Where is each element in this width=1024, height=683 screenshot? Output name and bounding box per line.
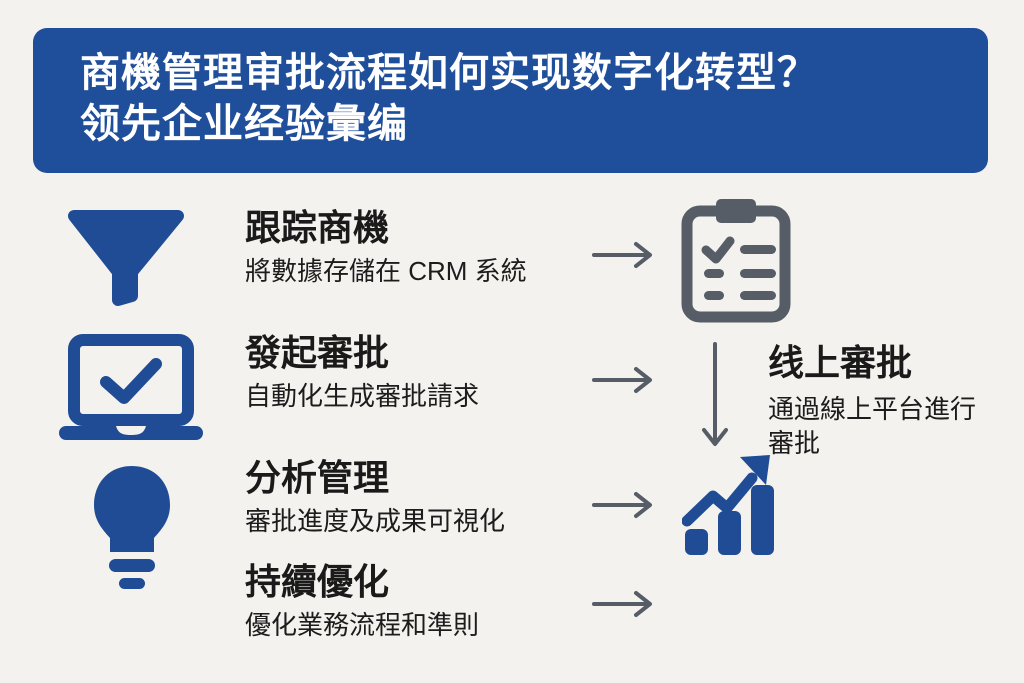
step-track-opportunity: 跟踪商機 將數據存儲在 CRM 系統 bbox=[245, 207, 527, 288]
step-continuous-optimize: 持續優化 優化業務流程和準則 bbox=[245, 561, 479, 642]
right-arrow-icon bbox=[592, 492, 652, 518]
bar-chart-growth-icon bbox=[682, 455, 774, 555]
banner-title-line2: 领先企业经验彙编 bbox=[80, 102, 408, 146]
step-title: 發起審批 bbox=[245, 332, 390, 373]
down-arrow-icon bbox=[702, 342, 728, 446]
online-approval-block: 线上審批 通過線上平台進行 審批 bbox=[768, 342, 976, 460]
step-initiate-approval: 發起審批 自動化生成審批請求 bbox=[245, 332, 479, 413]
right-arrow-icon bbox=[592, 367, 652, 393]
step-analyze-manage: 分析管理 審批進度及成果可視化 bbox=[245, 457, 505, 538]
funnel-icon bbox=[68, 210, 184, 306]
online-approval-subtitle-line1: 通過線上平台進行 bbox=[768, 394, 977, 424]
step-title: 持續優化 bbox=[245, 561, 390, 602]
lightbulb-icon bbox=[94, 466, 170, 589]
laptop-check-icon bbox=[59, 334, 203, 440]
online-approval-title: 线上審批 bbox=[768, 342, 913, 383]
right-arrow-icon bbox=[592, 591, 652, 617]
online-approval-subtitle-line2: 審批 bbox=[768, 428, 821, 458]
step-title: 分析管理 bbox=[245, 457, 390, 498]
title-banner: 商機管理审批流程如何实现数字化转型？ 领先企业经验彙编 bbox=[33, 28, 988, 173]
step-subtitle: 自動化生成審批請求 bbox=[245, 381, 480, 411]
step-subtitle: 優化業務流程和準則 bbox=[245, 610, 480, 640]
step-subtitle: 審批進度及成果可視化 bbox=[245, 506, 506, 536]
banner-title-line1: 商機管理审批流程如何实现数字化转型？ bbox=[80, 51, 818, 95]
step-title: 跟踪商機 bbox=[245, 207, 390, 248]
right-arrow-icon bbox=[592, 242, 652, 268]
clipboard-checklist-icon bbox=[681, 199, 791, 323]
step-subtitle: 將數據存儲在 CRM 系統 bbox=[245, 256, 527, 286]
